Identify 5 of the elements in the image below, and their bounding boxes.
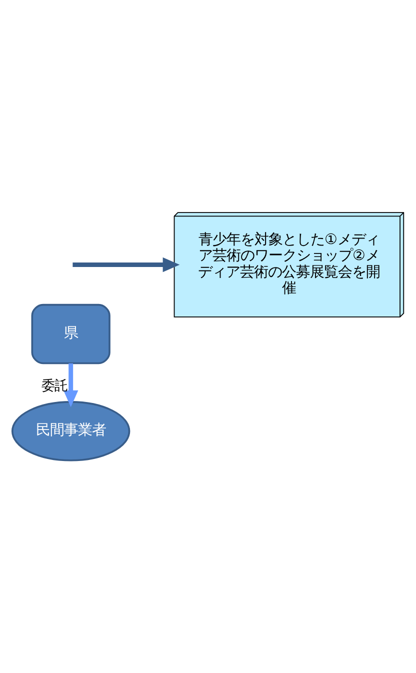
arrow [72, 257, 180, 272]
node-box: 県 [31, 304, 110, 364]
edge-label: 委託 [41, 378, 68, 394]
node-ellipse: 民間事業者 [11, 401, 130, 462]
arrow [63, 363, 78, 408]
